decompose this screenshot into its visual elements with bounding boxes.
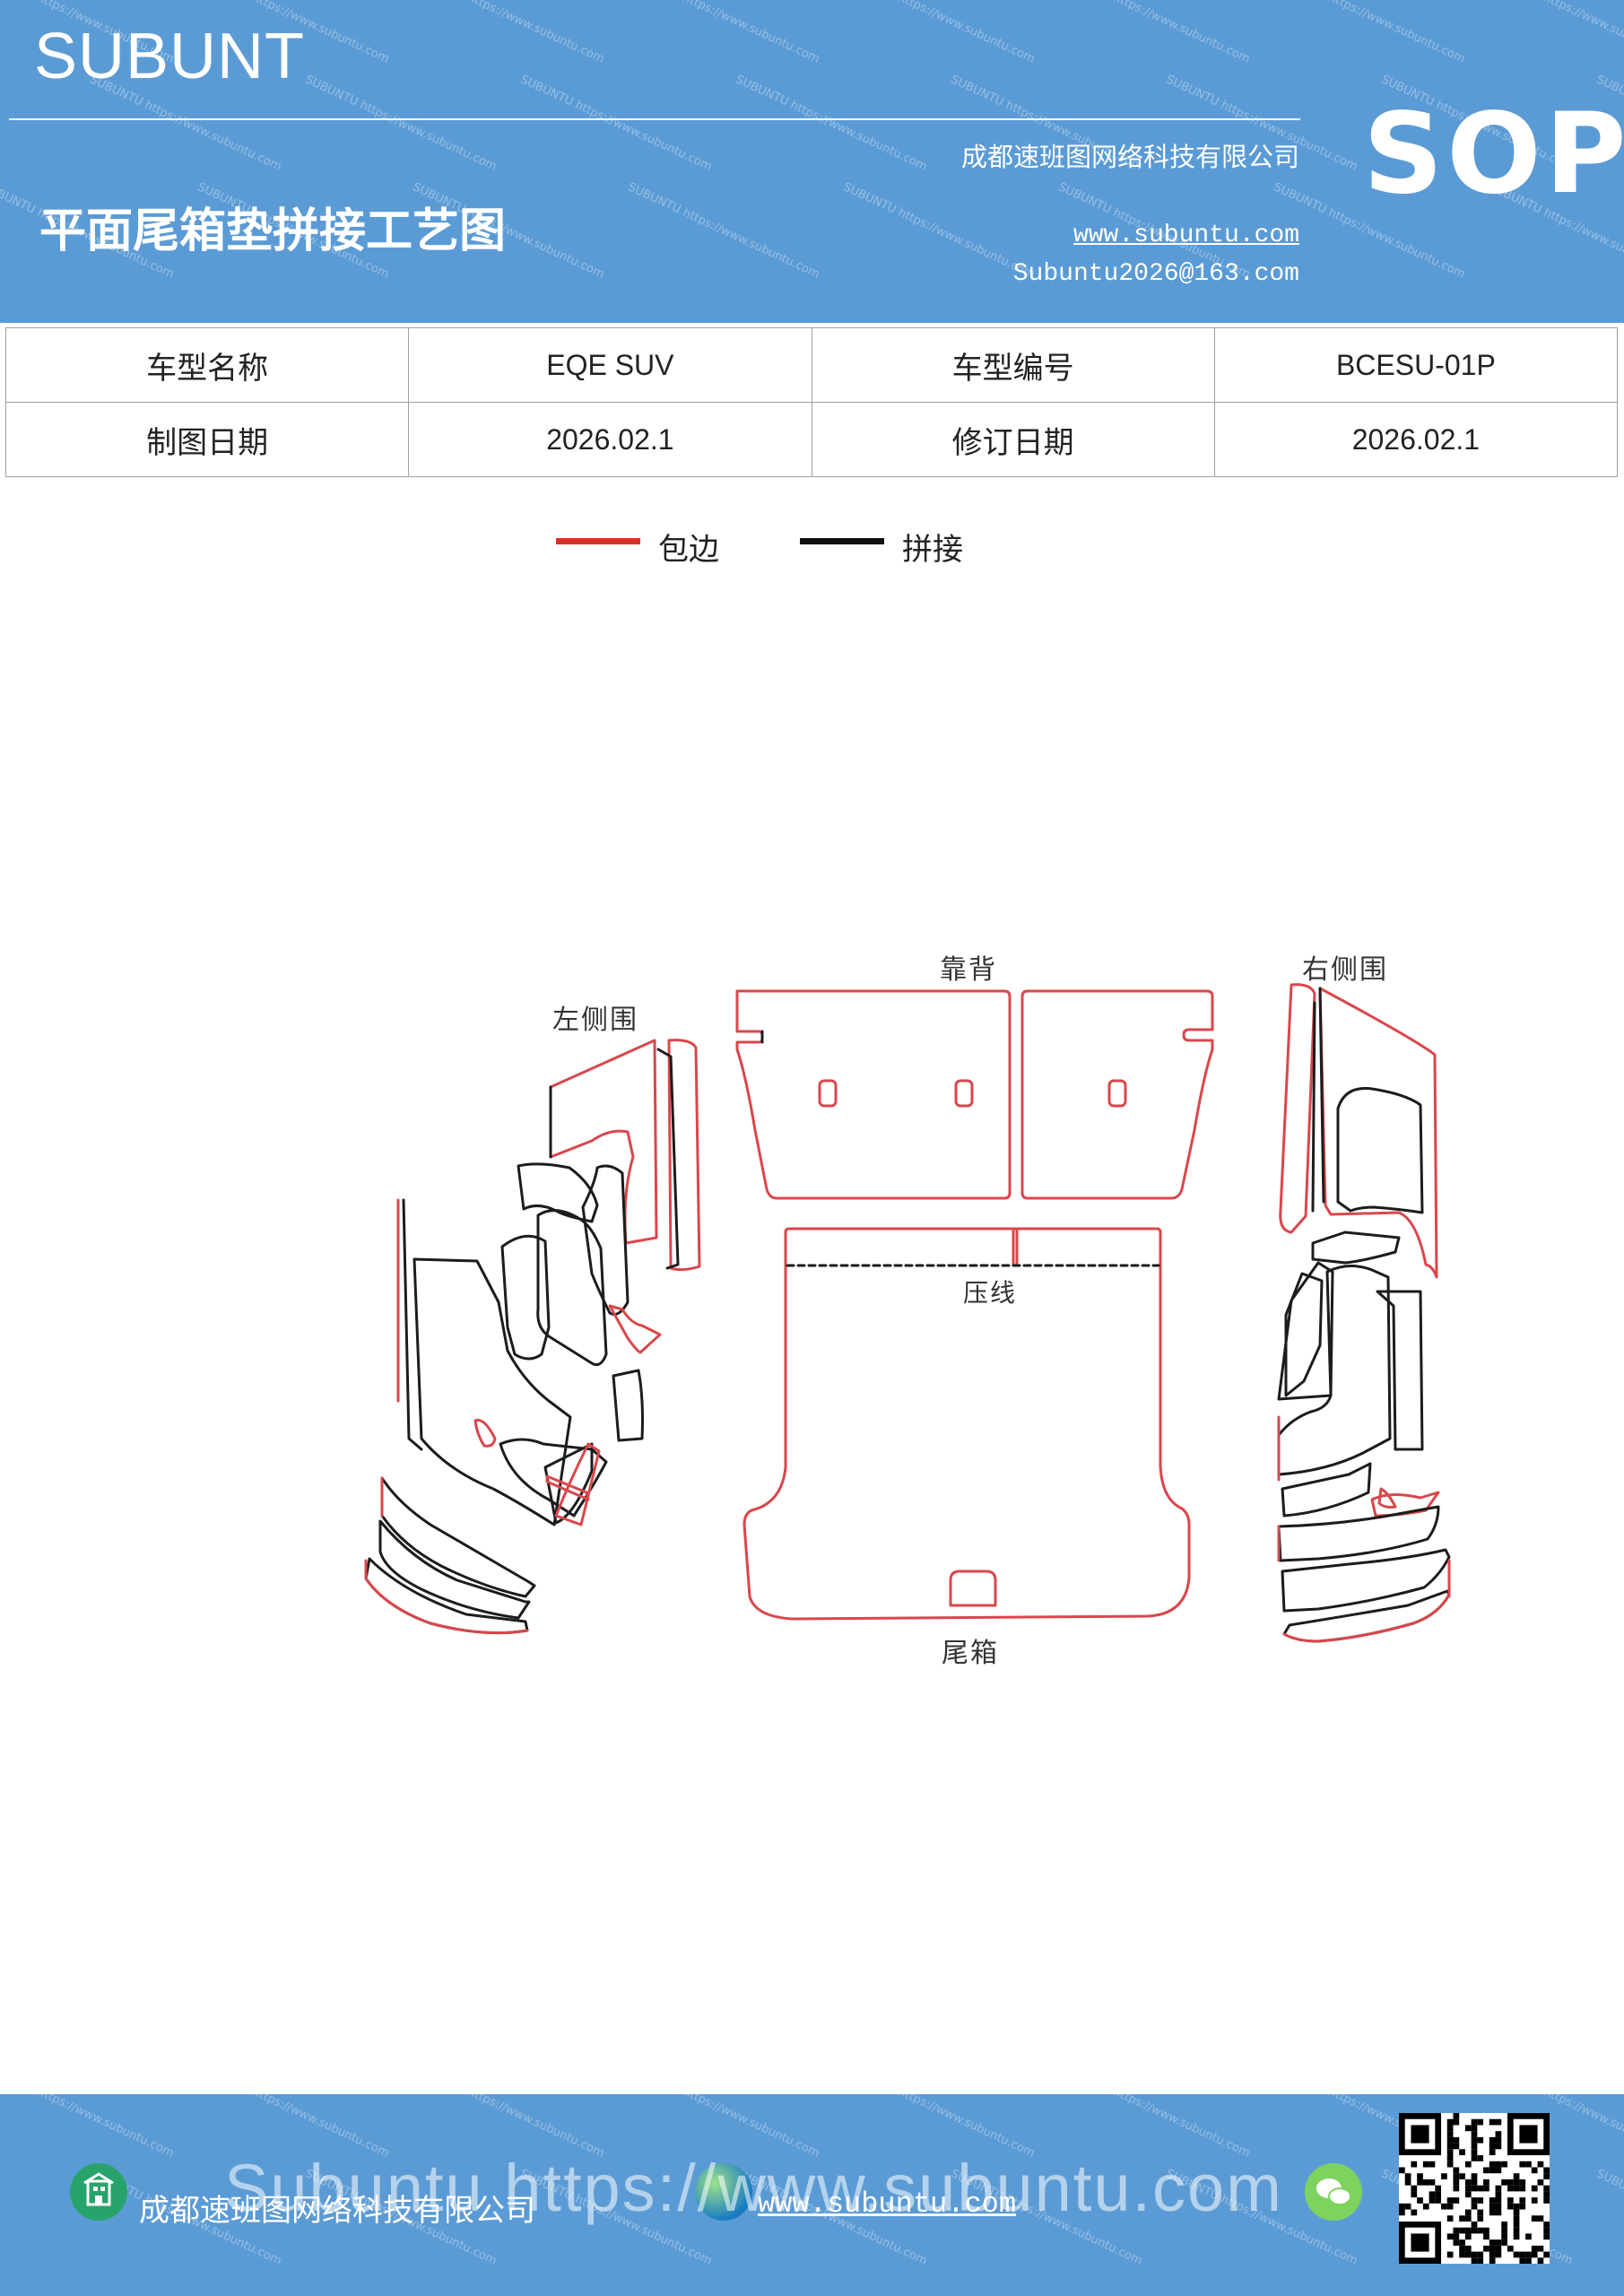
- document-title: 平面尾箱垫拼接工艺图: [39, 204, 507, 258]
- watermark-text: SUBUNTU https://www.subuntu.com: [625, 0, 822, 66]
- building-icon: [70, 2163, 127, 2221]
- globe-icon: [695, 2163, 752, 2221]
- watermark-text: SUBUNTU https://www.subuntu.com: [1055, 0, 1253, 66]
- brand-name: SUBUNT: [34, 21, 306, 92]
- table-value: 2026.02.1: [1213, 402, 1619, 477]
- watermark-text: SUBUNTU https://www.subuntu.com: [733, 73, 930, 174]
- qr-code[interactable]: [1399, 2113, 1550, 2264]
- watermark-text: SUBUNTU https://www.subuntu.com: [1271, 0, 1468, 66]
- watermark-text: SUBUNTU https://www.subuntu.com: [1487, 0, 1624, 66]
- left-side-panels: [364, 1039, 701, 1635]
- legend-swatch-edge: [556, 538, 640, 544]
- table-label: 制图日期: [4, 402, 410, 477]
- watermark-text: SUBUNTU https://www.subuntu.com: [410, 0, 607, 66]
- email-address[interactable]: Subuntu2026@163.com: [1012, 260, 1299, 288]
- table-label: 修订日期: [811, 402, 1215, 477]
- website-link[interactable]: www.subuntu.com: [1073, 222, 1299, 249]
- table-row: 制图日期 2026.02.1 修订日期 2026.02.1: [4, 402, 1619, 477]
- trunk-floor-panel: [743, 1227, 1191, 1621]
- footer-company: 成都速班图网络科技有限公司: [139, 2193, 535, 2229]
- label-left-side: 左侧围: [552, 1004, 638, 1036]
- footer-website-link[interactable]: www.subuntu.com: [758, 2187, 1017, 2221]
- watermark-text: SUBUNTU https://www.subuntu.com: [0, 2094, 177, 2161]
- table-label: 车型名称: [4, 327, 410, 403]
- watermark-text: SUBUNTU https://www.subuntu.com: [840, 180, 1038, 282]
- vehicle-info-table: 车型名称 EQE SUV 车型编号 BCESU-01P 制图日期 2026.02…: [4, 327, 1619, 477]
- company-name: 成都速班图网络科技有限公司: [960, 142, 1299, 172]
- footer-watermark-text: Subuntu https://www.subuntu.com: [224, 2151, 1283, 2225]
- watermark-text: SUBUNTU https://www.subuntu.com: [625, 180, 822, 282]
- table-value: EQE SUV: [408, 327, 812, 403]
- header-divider: [9, 118, 1300, 120]
- backrest-right-panel: [1020, 989, 1214, 1200]
- table-row: 车型名称 EQE SUV 车型编号 BCESU-01P: [4, 327, 1619, 403]
- legend-label-edge: 包边: [658, 532, 719, 568]
- table-label: 车型编号: [811, 327, 1215, 403]
- legend-label-seam: 拼接: [902, 532, 963, 568]
- legend-swatch-seam: [800, 538, 884, 544]
- table-value: BCESU-01P: [1213, 327, 1619, 403]
- label-right-side: 右侧围: [1302, 954, 1388, 986]
- label-backrest: 靠背: [940, 954, 997, 986]
- watermark-text: SUBUNTU https://www.subuntu.com: [302, 73, 499, 174]
- label-press-line: 压线: [963, 1278, 1018, 1308]
- watermark-text: SUBUNTU https://www.subuntu.com: [517, 73, 715, 174]
- backrest-left-panel: [735, 989, 1012, 1200]
- trunk-mat-diagram: [364, 983, 1451, 1643]
- sop-badge: SOP: [1363, 90, 1624, 219]
- right-side-panels: [1277, 983, 1451, 1643]
- legend: 包边 拼接: [0, 525, 1624, 570]
- label-trunk: 尾箱: [942, 1638, 999, 1669]
- watermark-text: SUBUNTU https://www.subuntu.com: [1594, 2167, 1624, 2267]
- watermark-text: SUBUNTU https://www.subuntu.com: [840, 0, 1038, 66]
- wechat-icon: [1305, 2163, 1362, 2221]
- table-value: 2026.02.1: [408, 402, 812, 477]
